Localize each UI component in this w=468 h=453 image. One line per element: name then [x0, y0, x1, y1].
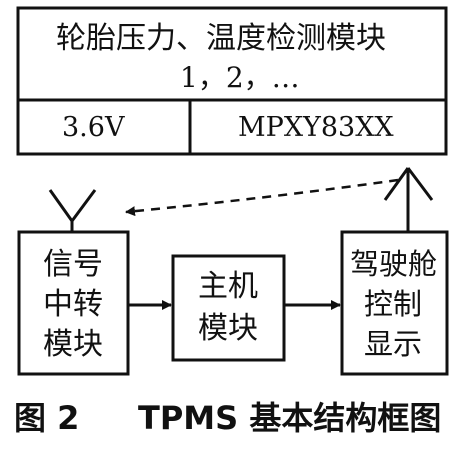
wireless-link-arrow: [125, 178, 399, 217]
sensor-voltage-label: 3.6V: [62, 112, 125, 143]
relay-module-label-line2: 中转: [43, 287, 103, 322]
relay-module-label-line3: 模块: [43, 327, 103, 362]
relay-module-box: [17, 230, 130, 376]
host-module-box: [171, 254, 286, 362]
sensor-module-detail-box: [16, 98, 448, 156]
relay-module-label-line1: 信号: [43, 247, 103, 282]
cockpit-display-label-line2: 控制: [364, 287, 423, 321]
host-module-label-line1: 主机: [198, 269, 258, 304]
cockpit-display-label-line1: 驾驶舱: [350, 247, 438, 281]
sensor-module-title: 轮胎压力、温度检测模块: [56, 21, 386, 56]
sensor-module-subtitle: 1，2，…: [180, 61, 300, 94]
sensor-antenna-icon: [383, 167, 434, 232]
figure-number: 图 2: [14, 399, 80, 437]
sensor-chip-label: MPXY83XX: [238, 112, 394, 143]
cockpit-display-label-line3: 显示: [364, 327, 423, 361]
cockpit-display-box: [340, 230, 449, 376]
relay-antenna-icon: [48, 189, 97, 232]
host-module-label-line2: 模块: [198, 311, 258, 346]
figure-title: TPMS 基本结构框图: [138, 399, 442, 437]
